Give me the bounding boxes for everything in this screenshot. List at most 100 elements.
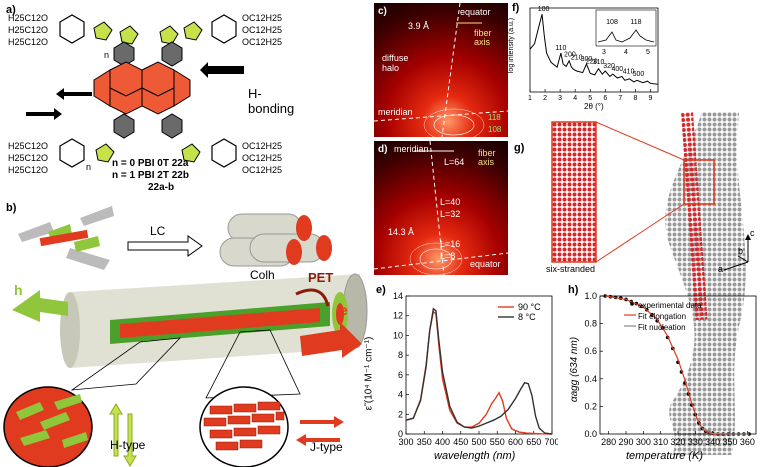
h-legend-nucl: Fit nucleation xyxy=(638,323,686,332)
x-tick-label: 3 xyxy=(558,95,562,102)
x-tick-label: 280 xyxy=(601,437,616,447)
spacing-c: 3.9 Å xyxy=(408,21,430,31)
x-tick-label: 330 xyxy=(688,437,703,447)
zoom-source-box xyxy=(683,159,715,205)
x-tick-label: 350 xyxy=(722,437,737,447)
helical-column xyxy=(665,112,746,455)
series-line xyxy=(405,307,553,435)
chain-right-b2: OC12H25 xyxy=(242,153,283,163)
y-tick-label: 14 xyxy=(393,291,403,301)
panel-f-label: f) xyxy=(512,2,520,14)
inset-tick-label: 3 xyxy=(602,49,606,56)
legend-22b: n = 1 PBI 2T 22b xyxy=(112,170,189,181)
molecule-structure xyxy=(26,14,244,168)
hbond-arrow-right-bottom xyxy=(26,108,62,120)
hbond-label: H-bonding xyxy=(248,86,295,116)
column-cylinder xyxy=(60,273,368,368)
chain-left-3: H25C12O xyxy=(8,37,49,47)
pet-label: PET xyxy=(308,270,334,285)
chain-right-1: OC12H25 xyxy=(242,13,283,23)
peak-label: 410 xyxy=(623,68,635,75)
h-ylabel: αagg (634 nm) xyxy=(569,336,581,403)
plot-frame xyxy=(529,7,659,93)
thiophene-top-left-2 xyxy=(119,25,139,45)
inset-tick-label: 4 xyxy=(624,49,628,56)
colh-label: Colh xyxy=(250,268,275,282)
x-tick-label: 1 xyxy=(528,95,532,102)
peak-label: 300 xyxy=(581,56,593,63)
spacing-d: 14.3 Å xyxy=(388,227,415,237)
x-tick-label: 320 xyxy=(670,437,685,447)
peak-label: 400 xyxy=(611,66,623,73)
fiber-axis-d: fiber axis xyxy=(478,148,496,167)
axis-c: c xyxy=(750,228,755,238)
jtype-label: J-type xyxy=(310,440,343,454)
f-xlabel: 2θ (°) xyxy=(584,102,604,111)
series-line xyxy=(529,14,659,85)
fiber-axis-c: fiber axis xyxy=(474,28,492,47)
peak-label: 320 xyxy=(603,63,615,70)
y-tick-label: 12 xyxy=(393,311,403,321)
layer-l8: L=8 xyxy=(440,251,456,261)
layer-l16: L=16 xyxy=(440,239,461,249)
n-label-bottom: n xyxy=(86,162,92,172)
e-legend-hi: 90 °C xyxy=(518,302,541,312)
x-tick-label: 7 xyxy=(618,95,622,102)
chain-right-b3: OC12H25 xyxy=(242,165,283,175)
zoom-box xyxy=(551,121,597,263)
aryl-ring-bottom-left xyxy=(59,138,85,168)
model-drawing xyxy=(551,112,751,455)
x-tick-label: 8 xyxy=(633,95,637,102)
y-tick-label: 2 xyxy=(398,409,403,419)
pbi-core xyxy=(93,61,191,115)
phenoxy-top-right xyxy=(161,41,183,67)
peak-label: 500 xyxy=(633,71,645,78)
hbond-arrow-left-mid xyxy=(56,88,92,100)
peak-label: 210 xyxy=(571,54,583,61)
chain-left-b1: H25C12O xyxy=(8,141,49,151)
chain-right-2: OC12H25 xyxy=(242,25,283,35)
y-tick-label: 10 xyxy=(393,330,403,340)
e-legend-lo: 8 °C xyxy=(518,312,536,322)
zoom-cone-right xyxy=(205,329,301,399)
axis-b-line xyxy=(737,255,749,263)
h-legend-exp: experimental data xyxy=(638,301,702,310)
htype-blades xyxy=(16,394,88,448)
phenoxy-top-left xyxy=(113,41,135,67)
x-tick-label: 6 xyxy=(603,95,607,102)
y-tick-label: 0.2 xyxy=(584,401,597,411)
lc-label: LC xyxy=(150,224,166,238)
x-tick-label: 550 xyxy=(490,437,505,447)
peak-label: 220 xyxy=(586,58,598,65)
refl-108: 108 xyxy=(488,125,502,134)
xray-d-overlay xyxy=(374,141,508,275)
chain-left-2: H25C12O xyxy=(8,25,49,35)
panel-d-xray: d) meridian fiber axis L=64 L=40 L=32 14… xyxy=(374,141,508,275)
x-tick-label: 700 xyxy=(544,437,558,447)
thiophene-top-right-1 xyxy=(183,21,203,41)
y-tick-label: 0.0 xyxy=(584,429,597,439)
meridian-c: meridian xyxy=(378,107,413,117)
y-tick-label: 4 xyxy=(398,390,403,400)
h-legend-elong: Fit elongation xyxy=(638,312,687,321)
panel-b: b) xyxy=(0,198,370,467)
inset-peak-label: 118 xyxy=(630,19,641,26)
schematic-drawing xyxy=(3,206,368,467)
aryl-ring-bottom-right xyxy=(211,138,237,168)
layer-l40: L=40 xyxy=(440,197,461,207)
panel-e-label: e) xyxy=(376,284,386,296)
layer-l32: L=32 xyxy=(440,209,461,219)
hole-label: h xyxy=(14,282,23,298)
x-tick-label: 450 xyxy=(453,437,468,447)
htype-label: H-type xyxy=(110,438,146,452)
zoom-cone-left xyxy=(70,337,182,391)
meridian-d: meridian xyxy=(394,144,429,154)
lc-arrow xyxy=(127,235,203,257)
peak-label: 200 xyxy=(564,51,576,58)
x-tick-label: 400 xyxy=(435,437,450,447)
electron-arrow xyxy=(300,322,362,358)
